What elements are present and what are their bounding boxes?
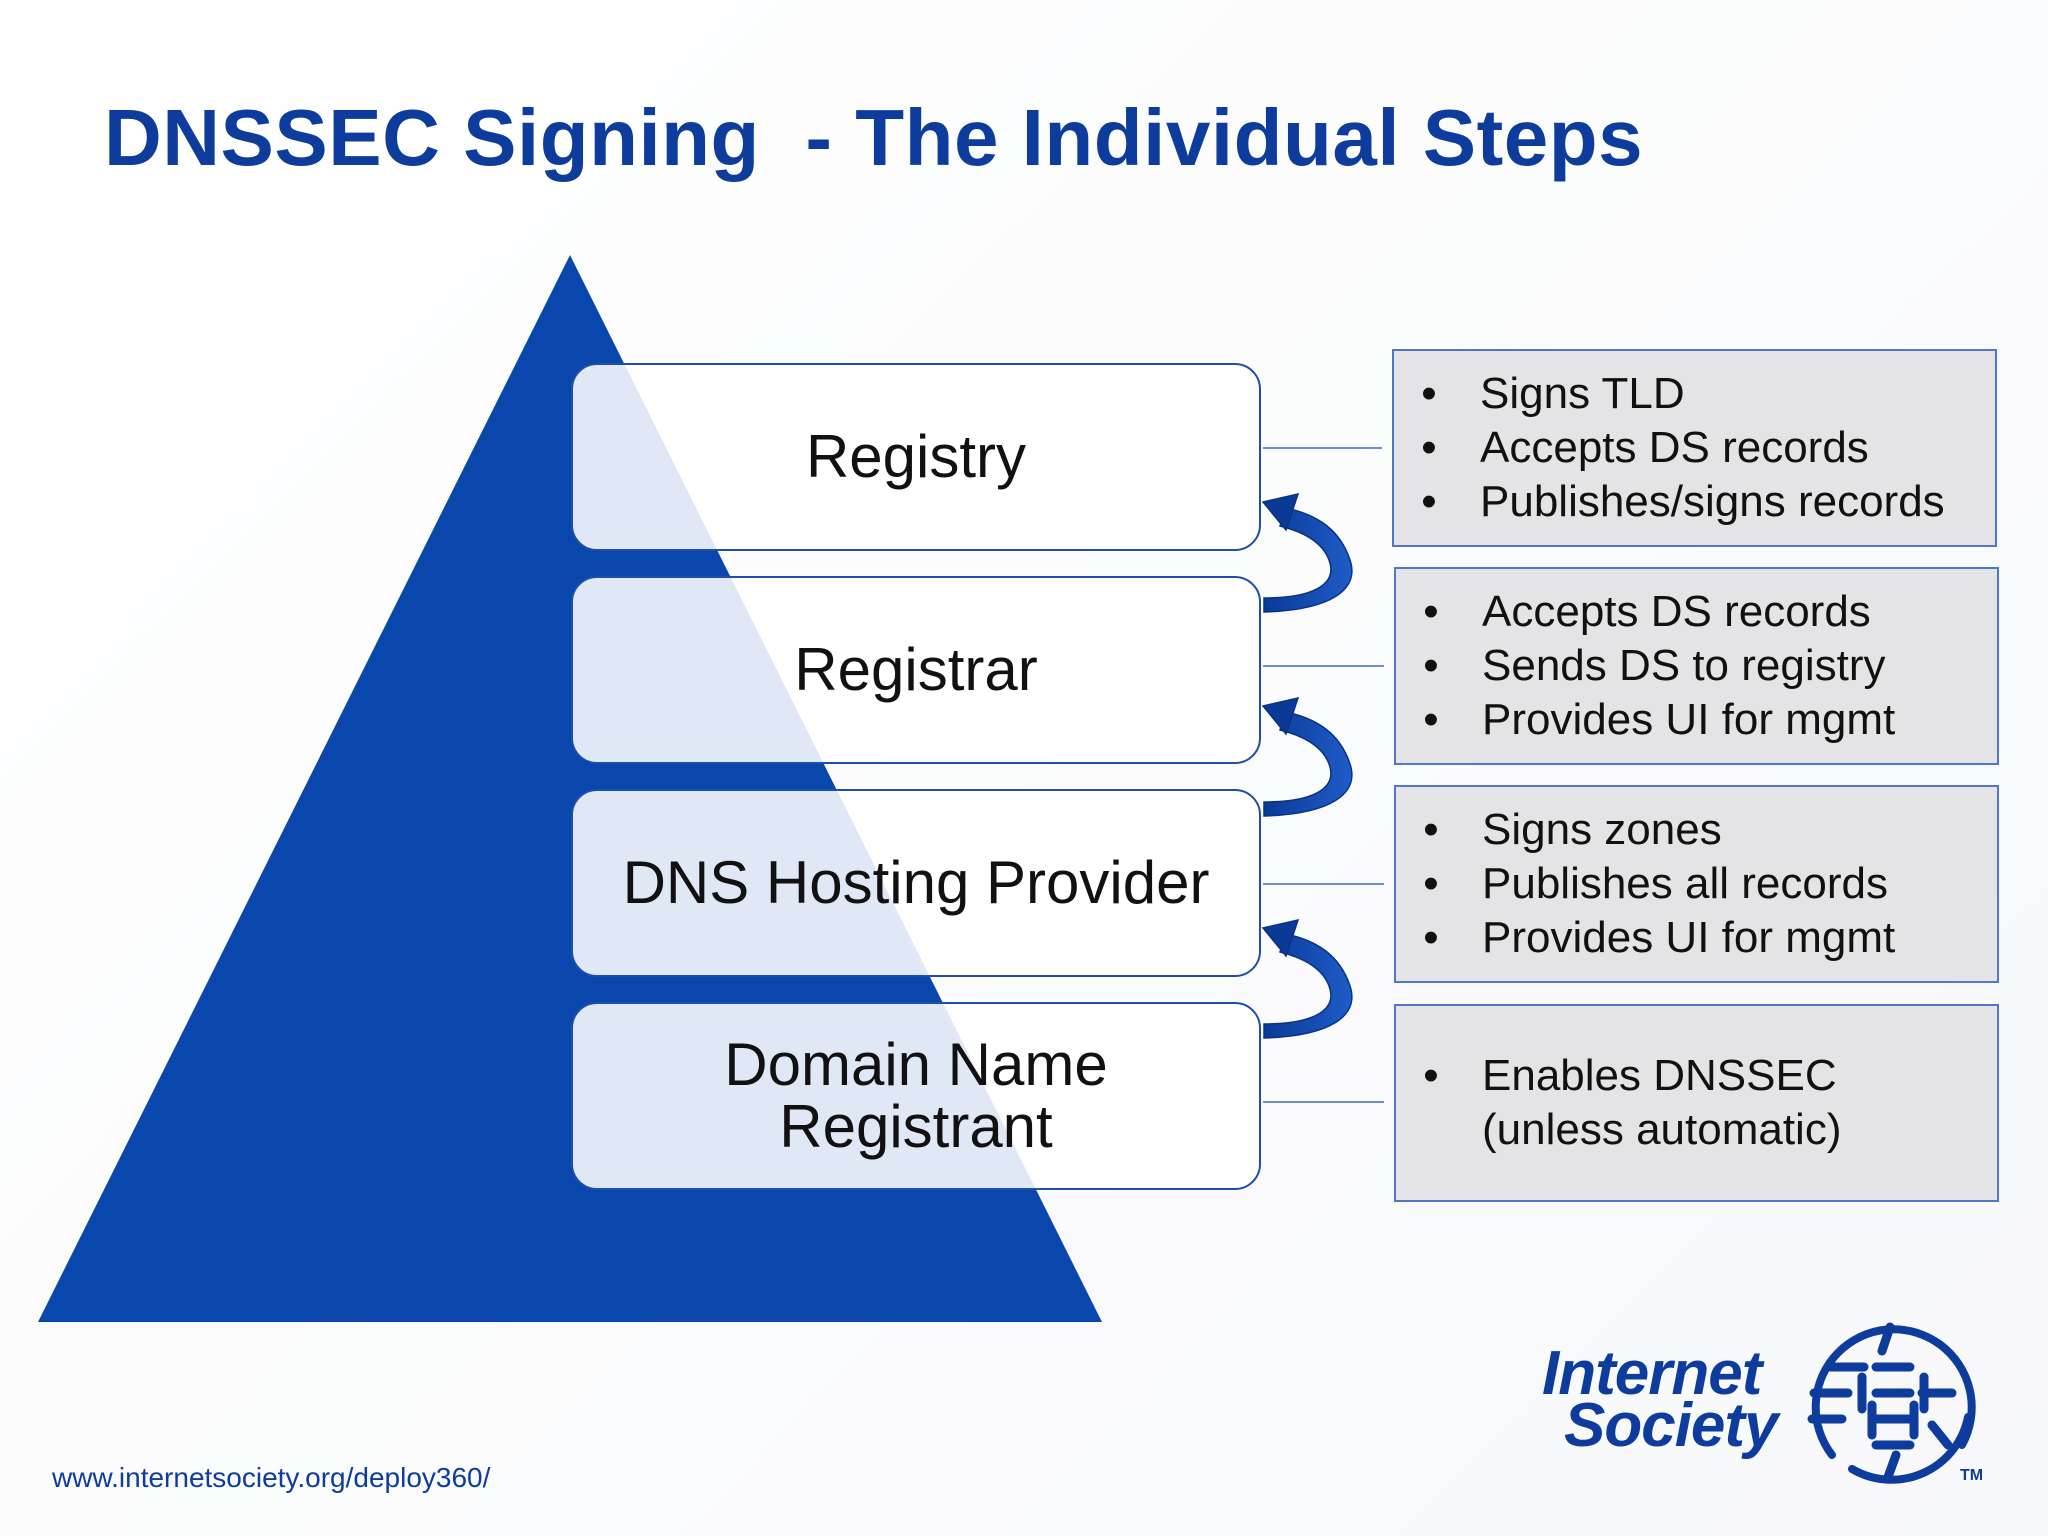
bullet-icon: • [1423, 1051, 1439, 1100]
role-label: Registrar [794, 636, 1038, 703]
footer-url: www.internetsociety.org/deploy360/ [52, 1462, 491, 1493]
bullet-icon: • [1423, 641, 1439, 690]
bullet-icon: • [1423, 859, 1439, 908]
responsibility-list: • Signs zones • Publishes all records • Pro… [1396, 803, 1895, 965]
role-label: Domain Name Registrant [724, 1031, 1108, 1160]
list-item: • Accepts DS records [1416, 585, 1895, 639]
list-item-text: Provides UI for mgmt [1482, 695, 1896, 744]
responsibility-list: • Accepts DS records • Sends DS to registr… [1396, 585, 1895, 747]
globe-logo-icon [1807, 1322, 1976, 1484]
list-item-text: Signs zones [1482, 805, 1722, 854]
role-label: Registry [805, 423, 1027, 490]
list-item: • Signs TLD [1414, 367, 1945, 421]
responsibility-list: • Enables DNSSEC (unless automatic) [1396, 1049, 1841, 1157]
bullet-icon: • [1423, 805, 1439, 854]
list-item: • Signs zones [1416, 803, 1895, 857]
slide-title: DNSSEC Signing - The Individual Steps [104, 93, 1644, 182]
logo-text-internet: Internet [1542, 1339, 1762, 1408]
internet-society-logo: Internet Society TM [1542, 1305, 2002, 1485]
bullet-icon: • [1421, 423, 1437, 472]
role-box-domain-name-registrant: Domain Name Registrant [571, 1002, 1261, 1190]
bullet-icon: • [1423, 913, 1439, 962]
list-item-text: Accepts DS records [1480, 423, 1869, 472]
role-box-registry: Registry [571, 363, 1261, 551]
list-item: • Enables DNSSEC (unless automatic) [1416, 1049, 1841, 1157]
list-item-text: Signs TLD [1480, 369, 1685, 418]
list-item-text: Sends DS to registry [1482, 641, 1886, 690]
role-label: DNS Hosting Provider [622, 849, 1210, 916]
bullet-icon: • [1423, 587, 1439, 636]
list-item-text: Publishes/signs records [1480, 477, 1945, 526]
list-item-text: Enables DNSSEC (unless automatic) [1482, 1051, 1842, 1154]
responsibility-box-registry: • Signs TLD • Accepts DS records • Publishe… [1392, 349, 1997, 547]
list-item-text: Provides UI for mgmt [1482, 913, 1896, 962]
curved-up-arrow [1261, 492, 1353, 613]
list-item: • Publishes all records [1416, 857, 1895, 911]
list-item-text: Accepts DS records [1482, 587, 1871, 636]
responsibility-box-dns-hosting-provider: • Signs zones • Publishes all records • Pro… [1394, 785, 1999, 983]
role-box-dns-hosting-provider: DNS Hosting Provider [571, 789, 1261, 977]
curved-up-arrow [1261, 918, 1353, 1039]
role-box-registrar: Registrar [571, 576, 1261, 764]
list-item: • Provides UI for mgmt [1416, 693, 1895, 747]
list-item-text: Publishes all records [1482, 859, 1888, 908]
logo-text-society: Society [1564, 1391, 1779, 1460]
responsibility-box-domain-name-registrant: • Enables DNSSEC (unless automatic) [1394, 1004, 1999, 1202]
bullet-icon: • [1421, 369, 1437, 418]
bullet-icon: • [1421, 477, 1437, 526]
list-item: • Provides UI for mgmt [1416, 911, 1895, 965]
logo-trademark: TM [1960, 1467, 1984, 1484]
responsibility-list: • Signs TLD • Accepts DS records • Publishe… [1394, 367, 1945, 529]
bullet-icon: • [1423, 695, 1439, 744]
responsibility-box-registrar: • Accepts DS records • Sends DS to registr… [1394, 567, 1999, 765]
curved-up-arrow [1261, 696, 1353, 817]
list-item: • Sends DS to registry [1416, 639, 1895, 693]
list-item: • Publishes/signs records [1414, 475, 1945, 529]
list-item: • Accepts DS records [1414, 421, 1945, 475]
